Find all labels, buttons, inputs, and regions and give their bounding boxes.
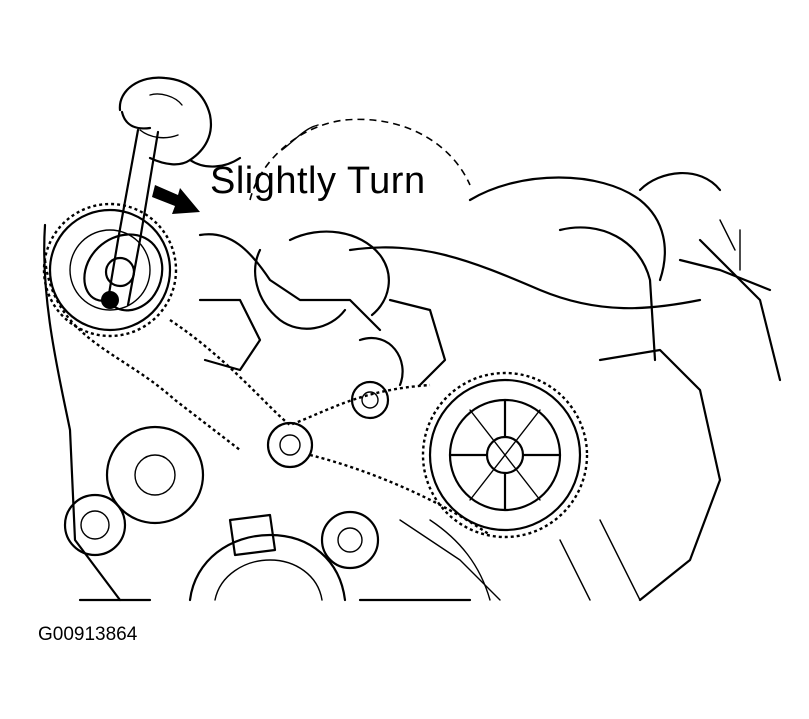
right-camshaft-pulley <box>421 371 589 539</box>
timing-belt <box>169 319 491 536</box>
tensioner-pulley <box>350 380 390 420</box>
accessory-pulley <box>63 425 380 570</box>
leader-line <box>281 124 319 151</box>
figure-id-label: G00913864 <box>38 624 138 645</box>
idler-pulley <box>266 421 314 469</box>
crankshaft-pulley <box>188 533 347 602</box>
wrench-icon <box>83 128 164 312</box>
turn-direction-arrow-icon <box>152 185 200 214</box>
left-camshaft-pulley <box>42 202 178 338</box>
hand-icon <box>118 76 242 168</box>
slightly-turn-label: Slightly Turn <box>210 160 426 202</box>
engine-block-outline <box>43 171 782 602</box>
ghost-outline <box>249 118 471 201</box>
